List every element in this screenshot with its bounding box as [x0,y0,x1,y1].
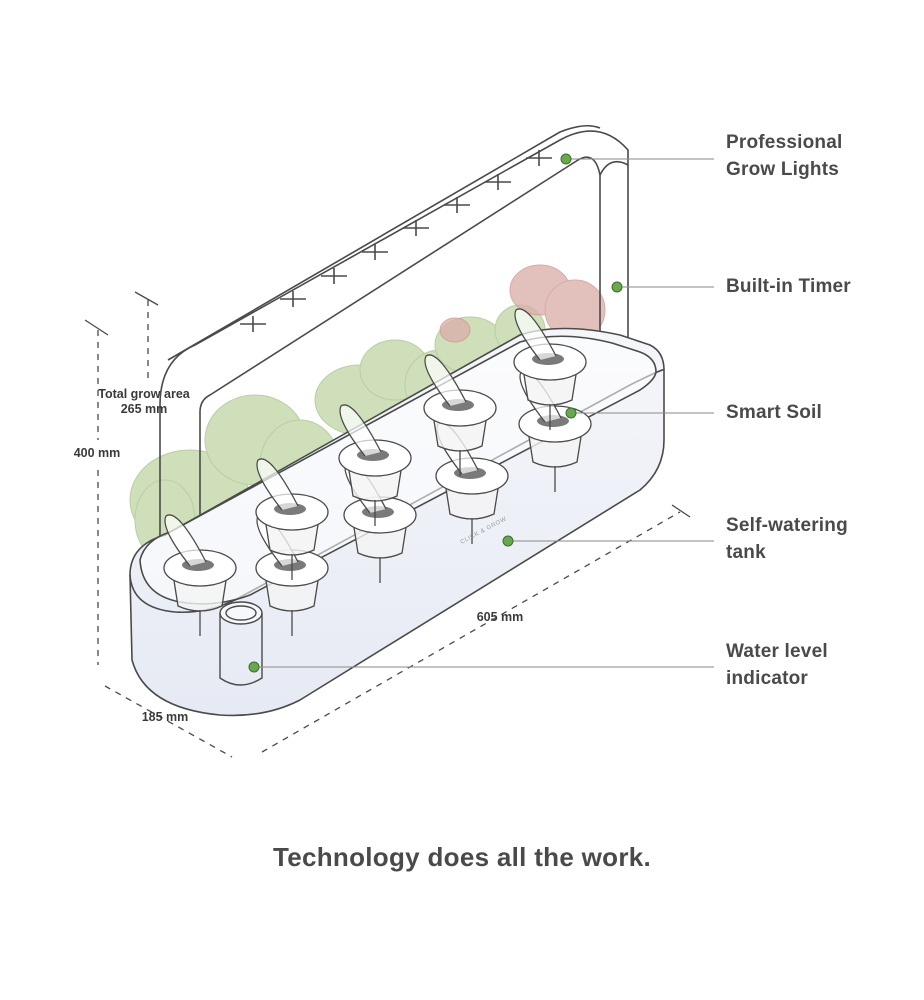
callout-timer-line-1: Built-in Timer [726,276,851,297]
callout-water-level-line-1: Water level [726,641,828,662]
soil-pod [423,354,497,476]
soil-pod [513,308,587,430]
callout-tank-line-1: Self-watering [726,515,848,536]
callout-smart-soil: Smart Soil [726,399,822,426]
callout-markers [248,153,623,673]
height-label: 400 mm [73,446,121,460]
callout-grow-lights: Professional Grow Lights [726,129,842,183]
callout-tank: Self-watering tank [726,512,848,566]
lamp-arm [159,124,629,556]
callout-water-level: Water level indicator [726,638,828,692]
soil-pods [163,308,592,636]
tagline: Technology does all the work. [272,842,652,872]
callout-tank-line-2: tank [726,542,766,563]
dimension-lines [84,291,691,758]
soil-pod [163,514,237,636]
callout-leaders [254,158,714,668]
grow-lights-marker [560,153,572,165]
callout-smart-soil-line-1: Smart Soil [726,402,822,423]
soil-pod [255,458,329,580]
water-level-marker [248,661,260,673]
length-label: 605 mm [476,610,524,624]
water-level-tube [219,601,263,686]
depth-label: 185 mm [141,710,189,724]
callout-timer: Built-in Timer [726,273,851,300]
callout-water-level-line-2: indicator [726,668,809,689]
grow-area-value: 265 mm [120,402,168,416]
led-markers [240,150,552,332]
soil-pod [338,404,412,526]
grow-area-label: Total grow area 265 mm [84,387,204,417]
callout-grow-lights-line-2: Grow Lights [726,159,840,180]
grow-area-title: Total grow area [98,387,190,401]
timer-marker [611,281,623,293]
callout-grow-lights-line-1: Professional [726,132,843,153]
tank-marker [502,535,514,547]
smart-soil-marker [565,407,577,419]
